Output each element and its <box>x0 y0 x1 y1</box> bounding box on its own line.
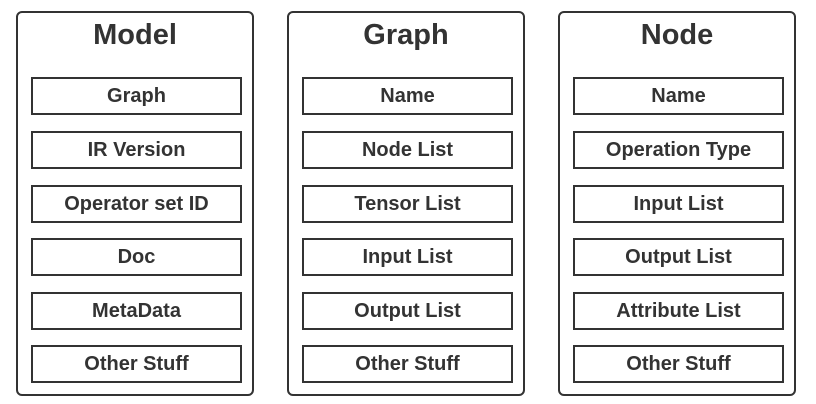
panel-title: Graph <box>363 19 449 51</box>
panel-model: Model Graph IR Version Operator set ID D… <box>16 11 254 396</box>
field-box: Operator set ID <box>31 185 242 223</box>
field-box: Doc <box>31 238 242 276</box>
panel-graph: Graph Name Node List Tensor List Input L… <box>287 11 525 396</box>
panel-title: Model <box>93 19 177 51</box>
field-box: Node List <box>302 131 513 169</box>
field-box: Name <box>302 77 513 115</box>
field-box: Other Stuff <box>302 345 513 383</box>
field-box: Attribute List <box>573 292 784 330</box>
field-box: Operation Type <box>573 131 784 169</box>
panel-title: Node <box>640 19 714 51</box>
field-box: Input List <box>302 238 513 276</box>
field-box: Other Stuff <box>573 345 784 383</box>
field-box: MetaData <box>31 292 242 330</box>
field-box: Input List <box>573 185 784 223</box>
field-box: Other Stuff <box>31 345 242 383</box>
field-box: Graph <box>31 77 242 115</box>
field-box: Name <box>573 77 784 115</box>
field-box: IR Version <box>31 131 242 169</box>
field-box: Output List <box>302 292 513 330</box>
panel-node: Node Name Operation Type Input List Outp… <box>558 11 796 396</box>
field-box: Output List <box>573 238 784 276</box>
field-box: Tensor List <box>302 185 513 223</box>
